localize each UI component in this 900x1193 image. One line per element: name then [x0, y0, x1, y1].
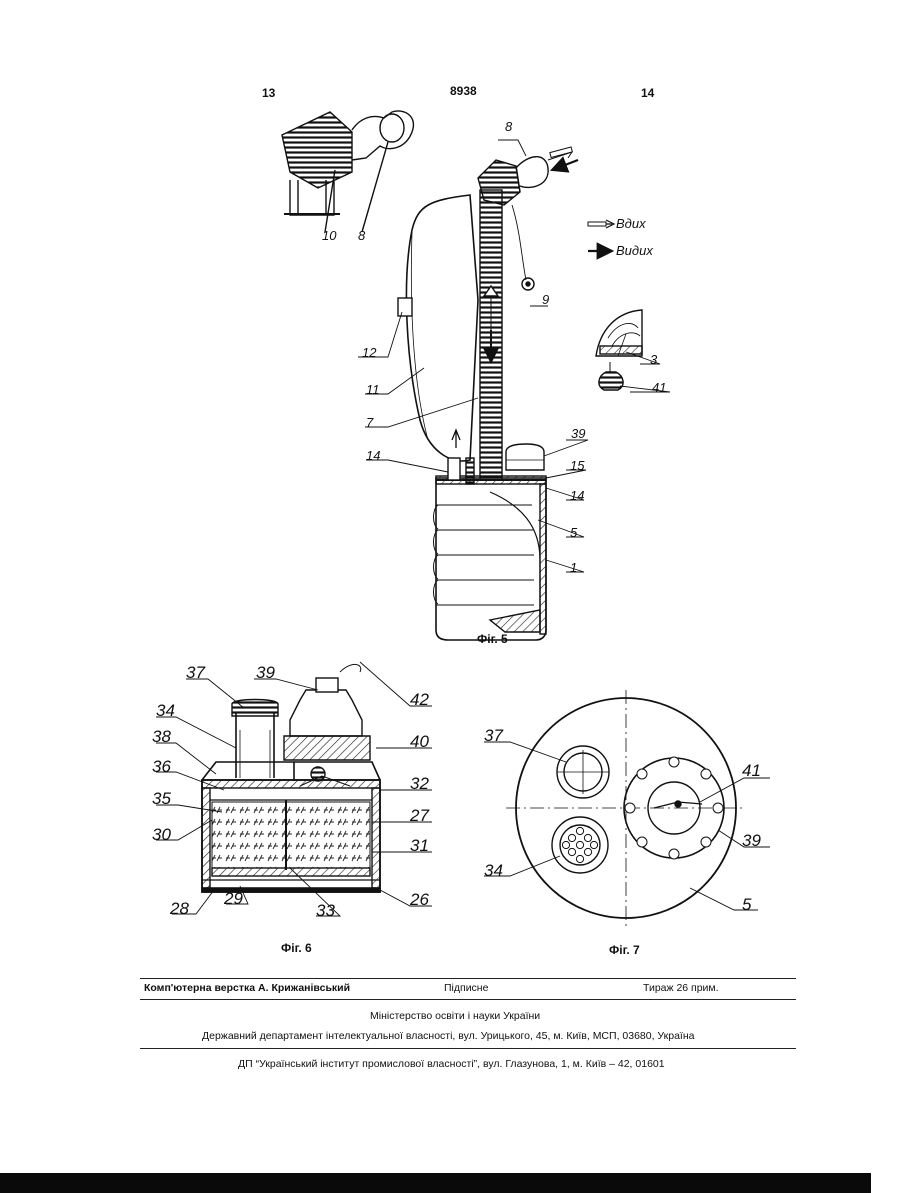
- fig6-label-42: 42: [410, 690, 429, 709]
- fig5-label-1: 1: [570, 560, 577, 575]
- fig5-legend-inhale: Вдих: [616, 216, 646, 231]
- fig6-label-36: 36: [152, 757, 171, 776]
- fig7-label-5: 5: [742, 895, 752, 914]
- fig6-label-38: 38: [152, 727, 171, 746]
- fig5-label-41: 41: [652, 380, 666, 395]
- fig7-label-39: 39: [742, 831, 761, 850]
- fig5-label-7: 7: [366, 415, 374, 430]
- fig5-label-14b: 14: [570, 488, 584, 503]
- fig6-label-29: 29: [223, 889, 243, 908]
- footer-rule-top: [140, 978, 796, 979]
- figure-7: [484, 690, 770, 926]
- fig6-label-26: 26: [409, 890, 429, 909]
- fig5-label-39: 39: [571, 426, 585, 441]
- fig6-label-33: 33: [316, 901, 335, 920]
- fig6-label-35: 35: [152, 789, 171, 808]
- footer-institute: ДП “Український інститут промислової вла…: [238, 1058, 665, 1070]
- fig5-label-12: 12: [362, 345, 377, 360]
- fig5-label-9: 9: [542, 292, 549, 307]
- fig5-breathing-bag: [406, 195, 478, 461]
- fig7-labels: 37 41 39 34 5 Фіг. 7: [484, 726, 761, 957]
- footer-ministry: Міністерство освіти і науки України: [370, 1010, 540, 1022]
- fig7-label-41: 41: [742, 761, 761, 780]
- fig6-label-34: 34: [156, 701, 175, 720]
- figure-6: [156, 662, 432, 916]
- footer-typesetting: Комп'ютерна верстка А. Крижанівський: [144, 982, 350, 994]
- fig5-label-11: 11: [366, 382, 380, 397]
- fig7-label-37: 37: [484, 726, 503, 745]
- fig6-label-31: 31: [410, 836, 429, 855]
- fig5-label-10: 10: [322, 228, 337, 243]
- fig5-detail-elbow: [282, 111, 413, 232]
- fig6-label-32: 32: [410, 774, 429, 793]
- figure-5: [282, 111, 670, 640]
- fig6-label-30: 30: [152, 825, 171, 844]
- fig6-label-37: 37: [186, 663, 205, 682]
- fig6-label-39: 39: [256, 663, 275, 682]
- fig5-legend-exhale: Видих: [616, 243, 653, 258]
- fig7-caption: Фіг. 7: [609, 943, 640, 957]
- fig6-label-40: 40: [410, 732, 429, 751]
- fig5-detail-valve: [596, 310, 642, 390]
- fig5-caption: Фіг. 5: [477, 632, 508, 646]
- fig6-label-27: 27: [409, 806, 429, 825]
- scan-border-bar: [0, 1173, 871, 1193]
- fig5-label-15: 15: [570, 458, 585, 473]
- fig6-label-28: 28: [169, 899, 189, 918]
- footer-rule-middle: [140, 999, 796, 1000]
- fig6-caption: Фіг. 6: [281, 941, 312, 955]
- footer-signed: Підписне: [444, 982, 488, 994]
- fig5-label-3: 3: [650, 352, 658, 367]
- fig5-label-5: 5: [570, 525, 578, 540]
- fig5-label-8a: 8: [505, 119, 513, 134]
- fig5-label-14a: 14: [366, 448, 380, 463]
- footer-department: Державний департамент інтелектуальної вл…: [202, 1030, 694, 1042]
- fig7-label-34: 34: [484, 861, 503, 880]
- fig5-label-8b: 8: [358, 228, 366, 243]
- footer-circulation: Тираж 26 прим.: [643, 982, 719, 994]
- footer-rule-bottom: [140, 1048, 796, 1049]
